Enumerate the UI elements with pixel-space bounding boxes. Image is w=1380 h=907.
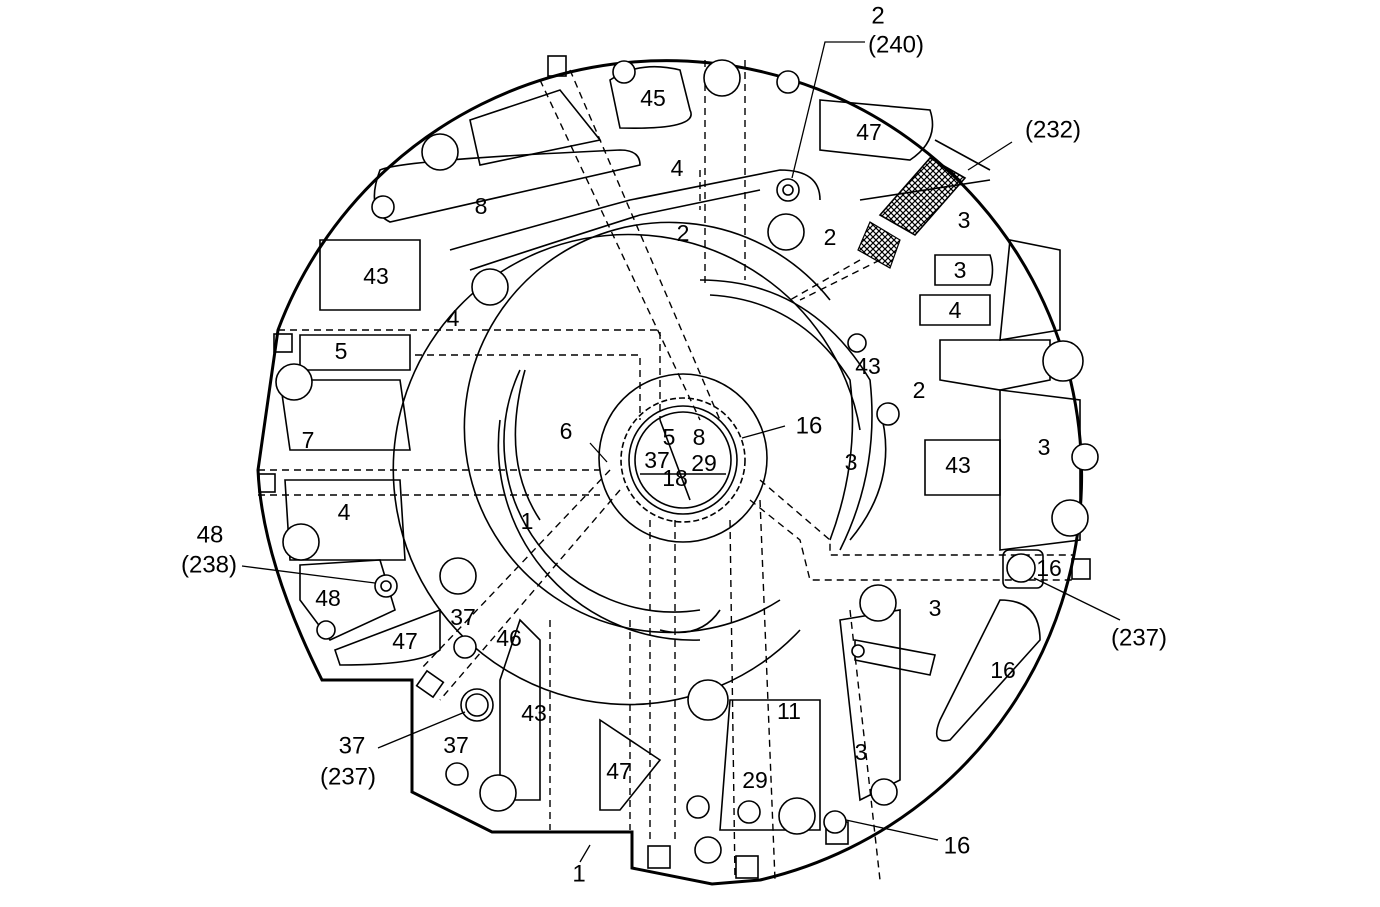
plate-outline <box>256 59 1084 886</box>
passage-label: 37 <box>443 732 469 758</box>
passage-label: 45 <box>640 85 666 111</box>
edge-notch <box>1071 558 1091 580</box>
passage-label: 3 <box>845 449 858 475</box>
callout-label: 2 <box>871 3 884 30</box>
passage-label: 5 <box>663 424 676 450</box>
passage-label: 3 <box>958 207 971 233</box>
center-hub <box>598 373 768 543</box>
passage-label: 5 <box>335 338 348 364</box>
edge-notch <box>258 473 276 493</box>
passage-label: 1 <box>521 508 534 534</box>
passage-label: 6 <box>560 418 573 444</box>
passage-label: 3 <box>954 257 967 283</box>
filter-screen-232 <box>857 139 991 269</box>
edge-notch <box>547 55 567 77</box>
edge-notch <box>735 855 759 879</box>
passage-label: 37 <box>644 447 670 473</box>
passage-label: 2 <box>913 377 926 403</box>
passage-label: 29 <box>742 767 768 793</box>
passage-label: 4 <box>447 305 460 331</box>
leader-lines <box>241 41 1121 863</box>
passage-label: 3 <box>855 739 868 765</box>
plate-holes <box>275 59 1099 864</box>
callout-label: (237) <box>1111 625 1167 652</box>
passage-label: 46 <box>496 625 522 651</box>
passage-label: 47 <box>606 758 632 784</box>
passage-label: 43 <box>945 452 971 478</box>
passage-label: 48 <box>315 585 341 611</box>
passage-label: 29 <box>691 450 717 476</box>
passage-label: 8 <box>693 424 706 450</box>
passage-label: 16 <box>1036 555 1062 581</box>
callout-label: 16 <box>796 413 823 440</box>
passage-label: 2 <box>824 224 837 250</box>
callout-label: 16 <box>944 833 971 860</box>
callout-label: (232) <box>1025 117 1081 144</box>
check-ball-237-right <box>1002 549 1044 589</box>
passage-label: 43 <box>363 263 389 289</box>
callout-label: 48 <box>197 522 224 549</box>
component-callouts: 2 (240) (232) 16 48 (238) (237) 37 (237)… <box>181 3 1167 888</box>
passage-label: 16 <box>990 657 1016 683</box>
passage-label: 43 <box>855 353 881 379</box>
edge-notch <box>273 333 293 353</box>
passage-label: 4 <box>338 499 351 525</box>
edge-notch <box>647 845 671 869</box>
passage-label: 43 <box>521 700 547 726</box>
callout-label: 37 <box>339 733 366 760</box>
passage-label: 4 <box>949 297 962 323</box>
passage-label: 47 <box>856 119 882 145</box>
passage-label: 11 <box>777 698 801 724</box>
passage-label: 3 <box>929 595 942 621</box>
callout-label: (237) <box>320 764 376 791</box>
callout-label: (240) <box>868 32 924 59</box>
check-ball-237-left <box>460 688 494 722</box>
hidden-passages <box>258 60 1075 881</box>
passage-label: 7 <box>302 427 315 453</box>
passage-label: 37 <box>450 604 476 630</box>
callout-label: (238) <box>181 552 237 579</box>
passage-label: 18 <box>662 465 688 491</box>
passage-labels: 45 47 4 8 2 2 3 3 4 43 4 5 43 2 7 6 5 8 … <box>302 85 1062 793</box>
passage-label: 47 <box>392 628 418 654</box>
passage-label: 2 <box>677 220 690 246</box>
edge-notch <box>415 669 445 699</box>
passage-label: 8 <box>475 193 488 219</box>
passage-label: 3 <box>1038 434 1051 460</box>
orifice-238 <box>374 574 398 598</box>
callout-label: 1 <box>572 861 585 888</box>
orifice-240 <box>776 178 800 202</box>
passage-label: 4 <box>671 155 684 181</box>
